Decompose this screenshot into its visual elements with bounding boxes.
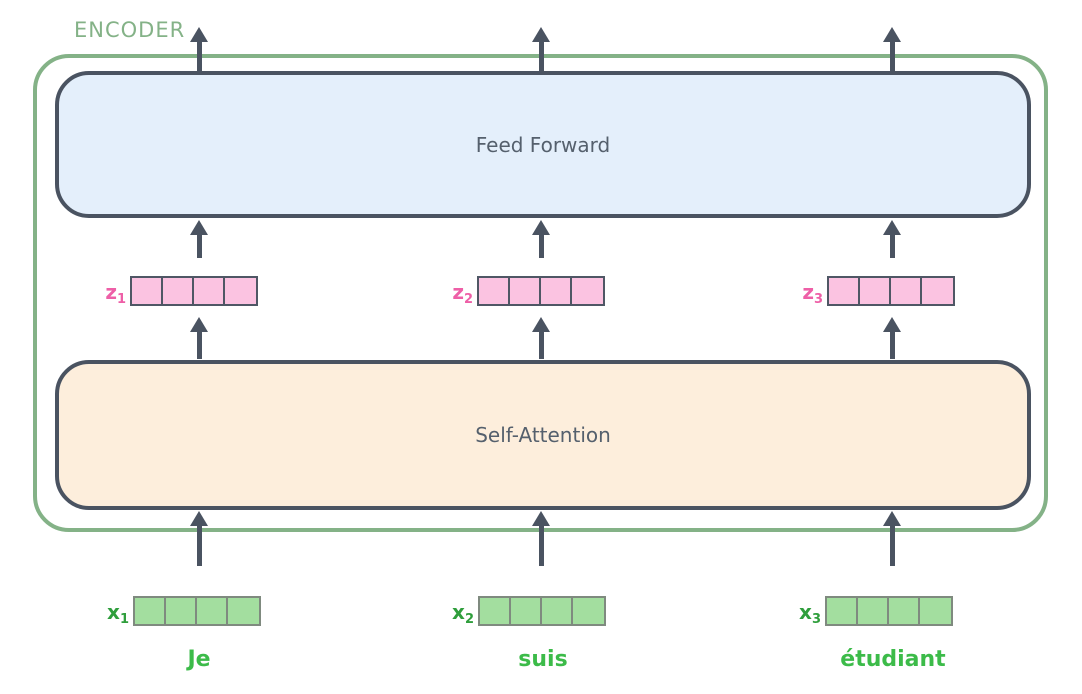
arrow-up-icon [883, 511, 901, 566]
vector-cell [542, 598, 573, 624]
vector-cell [132, 278, 163, 304]
vector-cell [573, 598, 604, 624]
x3-label: x3 [799, 600, 821, 627]
vector-cell [891, 278, 922, 304]
x1-label: x1 [107, 600, 129, 627]
feed-forward-label: Feed Forward [475, 132, 611, 157]
arrow-up-icon [190, 220, 208, 258]
vector-cell [889, 598, 920, 624]
token-suis: suis [518, 647, 568, 672]
arrow-up-icon [190, 317, 208, 359]
z2-label: z2 [452, 280, 473, 307]
token-etudiant: étudiant [840, 647, 946, 672]
vector-cell [197, 598, 228, 624]
arrow-up-icon [532, 220, 550, 258]
arrow-up-icon [532, 27, 550, 72]
self-attention-label: Self-Attention [475, 423, 611, 447]
arrow-up-icon [883, 27, 901, 72]
vector-cell [135, 598, 166, 624]
x1-vector [133, 596, 261, 626]
token-je: Je [187, 647, 211, 672]
vector-cell [480, 598, 511, 624]
vector-cell [225, 278, 256, 304]
vector-cell [194, 278, 225, 304]
vector-cell [541, 278, 572, 304]
arrow-up-icon [532, 511, 550, 566]
vector-cell [163, 278, 194, 304]
arrow-up-icon [190, 27, 208, 72]
vector-cell [827, 598, 858, 624]
arrow-up-icon [883, 220, 901, 258]
x3-vector [825, 596, 953, 626]
vector-cell [510, 278, 541, 304]
vector-cell [858, 598, 889, 624]
feed-forward-block: Feed Forward [55, 71, 1031, 218]
arrow-up-icon [532, 317, 550, 359]
z1-vector [130, 276, 258, 306]
z3-label: z3 [802, 280, 823, 307]
vector-cell [572, 278, 603, 304]
vector-cell [479, 278, 510, 304]
vector-cell [920, 598, 951, 624]
x2-label: x2 [452, 600, 474, 627]
x2-vector [478, 596, 606, 626]
z2-vector [477, 276, 605, 306]
vector-cell [166, 598, 197, 624]
vector-cell [922, 278, 953, 304]
vector-cell [829, 278, 860, 304]
vector-cell [511, 598, 542, 624]
arrow-up-icon [883, 317, 901, 359]
encoder-label: ENCODER [74, 18, 186, 42]
z1-label: z1 [105, 280, 126, 307]
self-attention-block: Self-Attention [55, 360, 1031, 510]
vector-cell [228, 598, 259, 624]
z3-vector [827, 276, 955, 306]
arrow-up-icon [190, 511, 208, 566]
vector-cell [860, 278, 891, 304]
